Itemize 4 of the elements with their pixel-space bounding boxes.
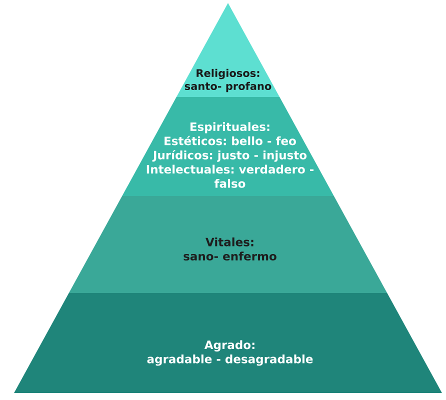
pyramid-level: Vitales: sano- enfermo <box>68 196 388 293</box>
pyramid-level: Religiosos: santo- profano <box>176 3 280 97</box>
pyramid-level: Agrado: agradable - desagradable <box>14 293 442 393</box>
pyramid-level: Espirituales: Estéticos: bello - feo Jurídicos: justo - injusto Intelectuales: verdadero - falso <box>122 97 334 196</box>
